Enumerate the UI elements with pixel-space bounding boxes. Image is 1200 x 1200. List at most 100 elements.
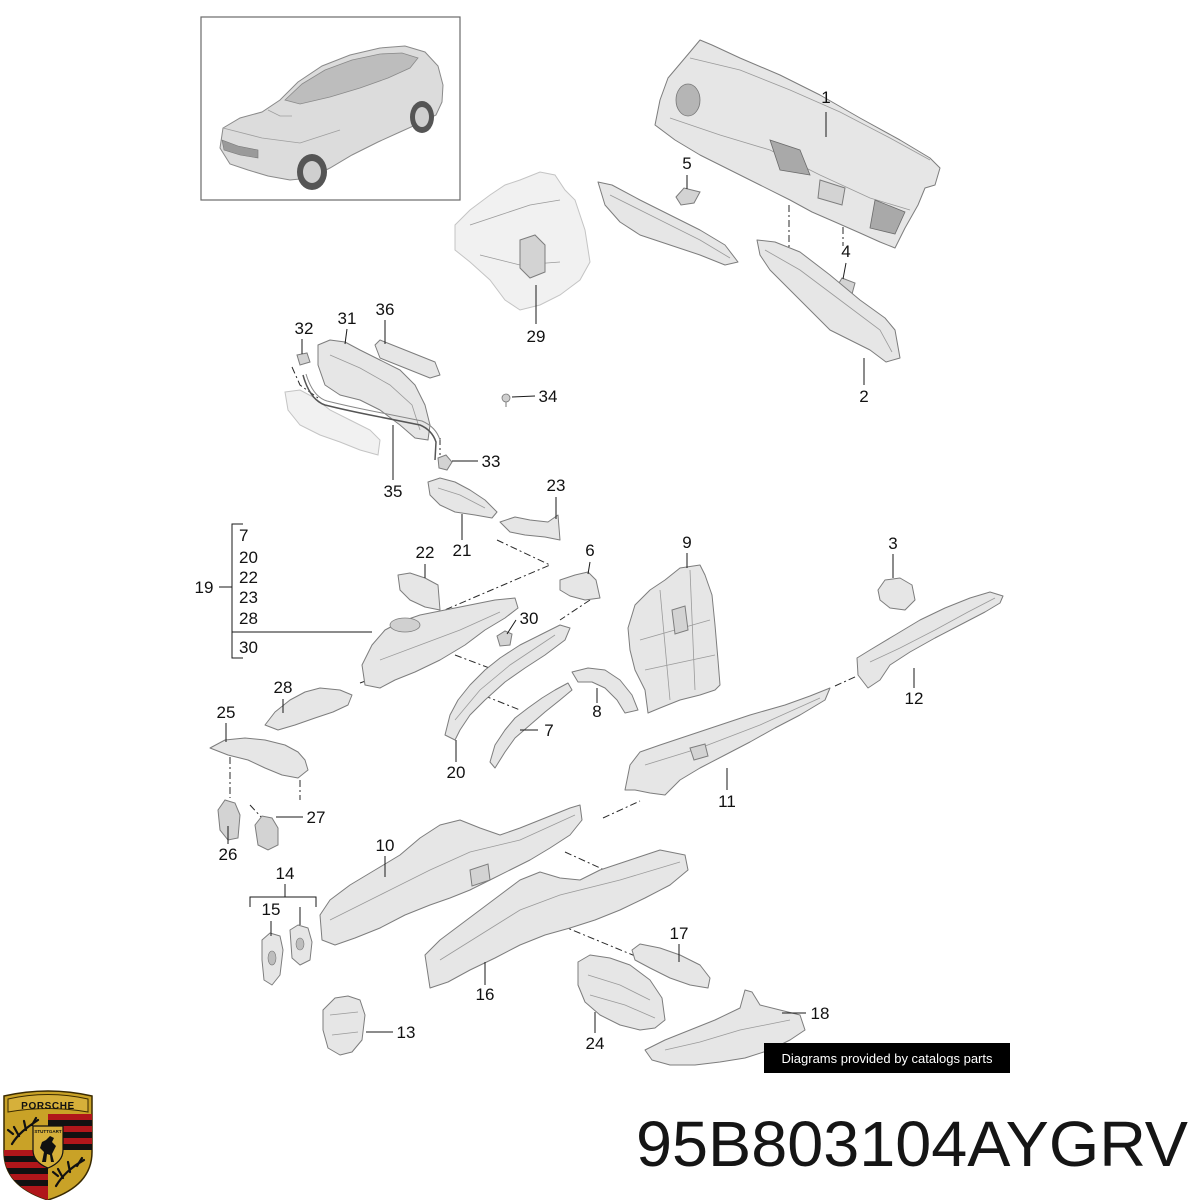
leader-line	[344, 328, 348, 345]
callout-11: 11	[718, 768, 736, 811]
callout-label: 30	[520, 609, 539, 628]
callout-17: 17	[670, 924, 689, 962]
callout-10: 10	[376, 836, 395, 877]
part-16-longitudinal	[424, 849, 689, 989]
callout-label: 9	[682, 533, 691, 552]
part-17-bracket	[631, 943, 711, 989]
callout-label: 5	[682, 154, 691, 173]
callout-label: 22	[416, 543, 435, 562]
callout-label: 36	[376, 300, 395, 319]
crest-city-text: STUTTGART	[34, 1129, 61, 1134]
callout-35: 35	[384, 425, 403, 501]
part-28-bracket	[264, 687, 353, 731]
callout-label: 17	[670, 924, 689, 943]
horse-icon	[40, 1136, 56, 1162]
callout-label: 33	[482, 452, 501, 471]
callout-2: 2	[859, 358, 869, 406]
part-35-cable	[284, 373, 441, 461]
part-36-bracket	[374, 339, 441, 379]
callout-18: 18	[782, 1004, 829, 1023]
part-11-sill	[624, 687, 831, 796]
part-25-bracket	[209, 737, 309, 779]
callout-12: 12	[905, 668, 924, 708]
part-32-clip	[296, 352, 311, 366]
callout-25: 25	[217, 703, 235, 742]
callout-label: 32	[295, 319, 314, 338]
callout-5: 5	[682, 154, 692, 189]
callout-label: 21	[453, 541, 472, 560]
callout-label: 27	[307, 808, 326, 827]
callout-label: 28	[274, 678, 293, 697]
callout-14: 14	[276, 864, 295, 883]
part-14-plate	[289, 924, 313, 966]
callout-label: 11	[718, 792, 736, 811]
callout-label: 19	[195, 578, 214, 597]
callout-36: 36	[376, 300, 395, 344]
part-9-pillar	[627, 564, 721, 714]
callout-label: 26	[219, 845, 238, 864]
leader-line	[506, 619, 517, 635]
callout-19: 19	[195, 578, 214, 597]
callout-label: 34	[539, 387, 558, 406]
callout-1: 1	[821, 88, 831, 137]
caption-background	[764, 1043, 1010, 1073]
part-34-clip	[501, 393, 511, 407]
callout-label: 35	[384, 482, 403, 501]
part-12-rail	[856, 591, 1004, 689]
group-19-member: 22	[239, 568, 258, 587]
leader-line	[587, 561, 591, 575]
group-19-bracket: 7 20 22 23 28 30	[219, 523, 372, 659]
callout-label: 3	[888, 534, 897, 553]
callout-label: 20	[447, 763, 466, 782]
callout-label: 23	[547, 476, 566, 495]
porsche-crest-logo: PORSCHE STUTTGART	[3, 1090, 93, 1200]
part-10-longitudinal	[319, 804, 583, 946]
callout-label: 4	[841, 242, 850, 261]
callout-label: 1	[821, 88, 830, 107]
leader-line	[842, 262, 847, 280]
callout-3: 3	[888, 534, 898, 578]
diagram-credit-caption: Diagrams provided by catalogs parts	[764, 1043, 1010, 1073]
part-21-bracket	[427, 477, 498, 519]
callout-6: 6	[585, 541, 595, 575]
callout-label: 8	[592, 702, 601, 721]
part-2-reinforcement	[756, 239, 901, 363]
leader-line	[511, 395, 536, 398]
callout-31: 31	[338, 309, 357, 345]
callout-label: 15	[262, 900, 281, 919]
part-27-bracket	[254, 815, 279, 851]
callout-13: 13	[366, 1023, 415, 1042]
callout-22: 22	[416, 543, 435, 578]
part-7-member	[489, 682, 573, 769]
callout-26: 26	[219, 826, 238, 864]
callout-34: 34	[511, 387, 558, 406]
group-19-member: 28	[239, 609, 258, 628]
callout-33: 33	[452, 452, 500, 471]
part-30-clip	[496, 630, 513, 647]
callout-21: 21	[453, 514, 472, 560]
group-14-bracket	[249, 884, 317, 925]
callout-label: 10	[376, 836, 395, 855]
part-19-assembly	[361, 597, 519, 689]
group-19-member: 20	[239, 548, 258, 567]
part-8-wheel-arch	[571, 667, 639, 714]
callout-label: 7	[544, 721, 553, 740]
callout-label: 12	[905, 689, 924, 708]
part-22-plate	[397, 572, 441, 611]
callout-label: 13	[397, 1023, 416, 1042]
crest-brand-text: PORSCHE	[21, 1101, 75, 1112]
callout-label: 29	[527, 327, 546, 346]
part-31-panel	[317, 339, 431, 441]
callout-8: 8	[592, 688, 602, 721]
callout-27: 27	[276, 808, 325, 827]
part-15-plate	[261, 932, 284, 986]
part-6-bracket	[559, 571, 601, 601]
callout-label: 31	[338, 309, 357, 328]
callout-23: 23	[547, 476, 566, 519]
part-1-cowl-panel	[654, 39, 941, 249]
callout-24: 24	[586, 1012, 604, 1053]
part-23-bracket	[499, 514, 561, 541]
callout-16: 16	[476, 962, 494, 1004]
callout-label: 6	[585, 541, 594, 560]
part-20-member	[444, 624, 571, 741]
